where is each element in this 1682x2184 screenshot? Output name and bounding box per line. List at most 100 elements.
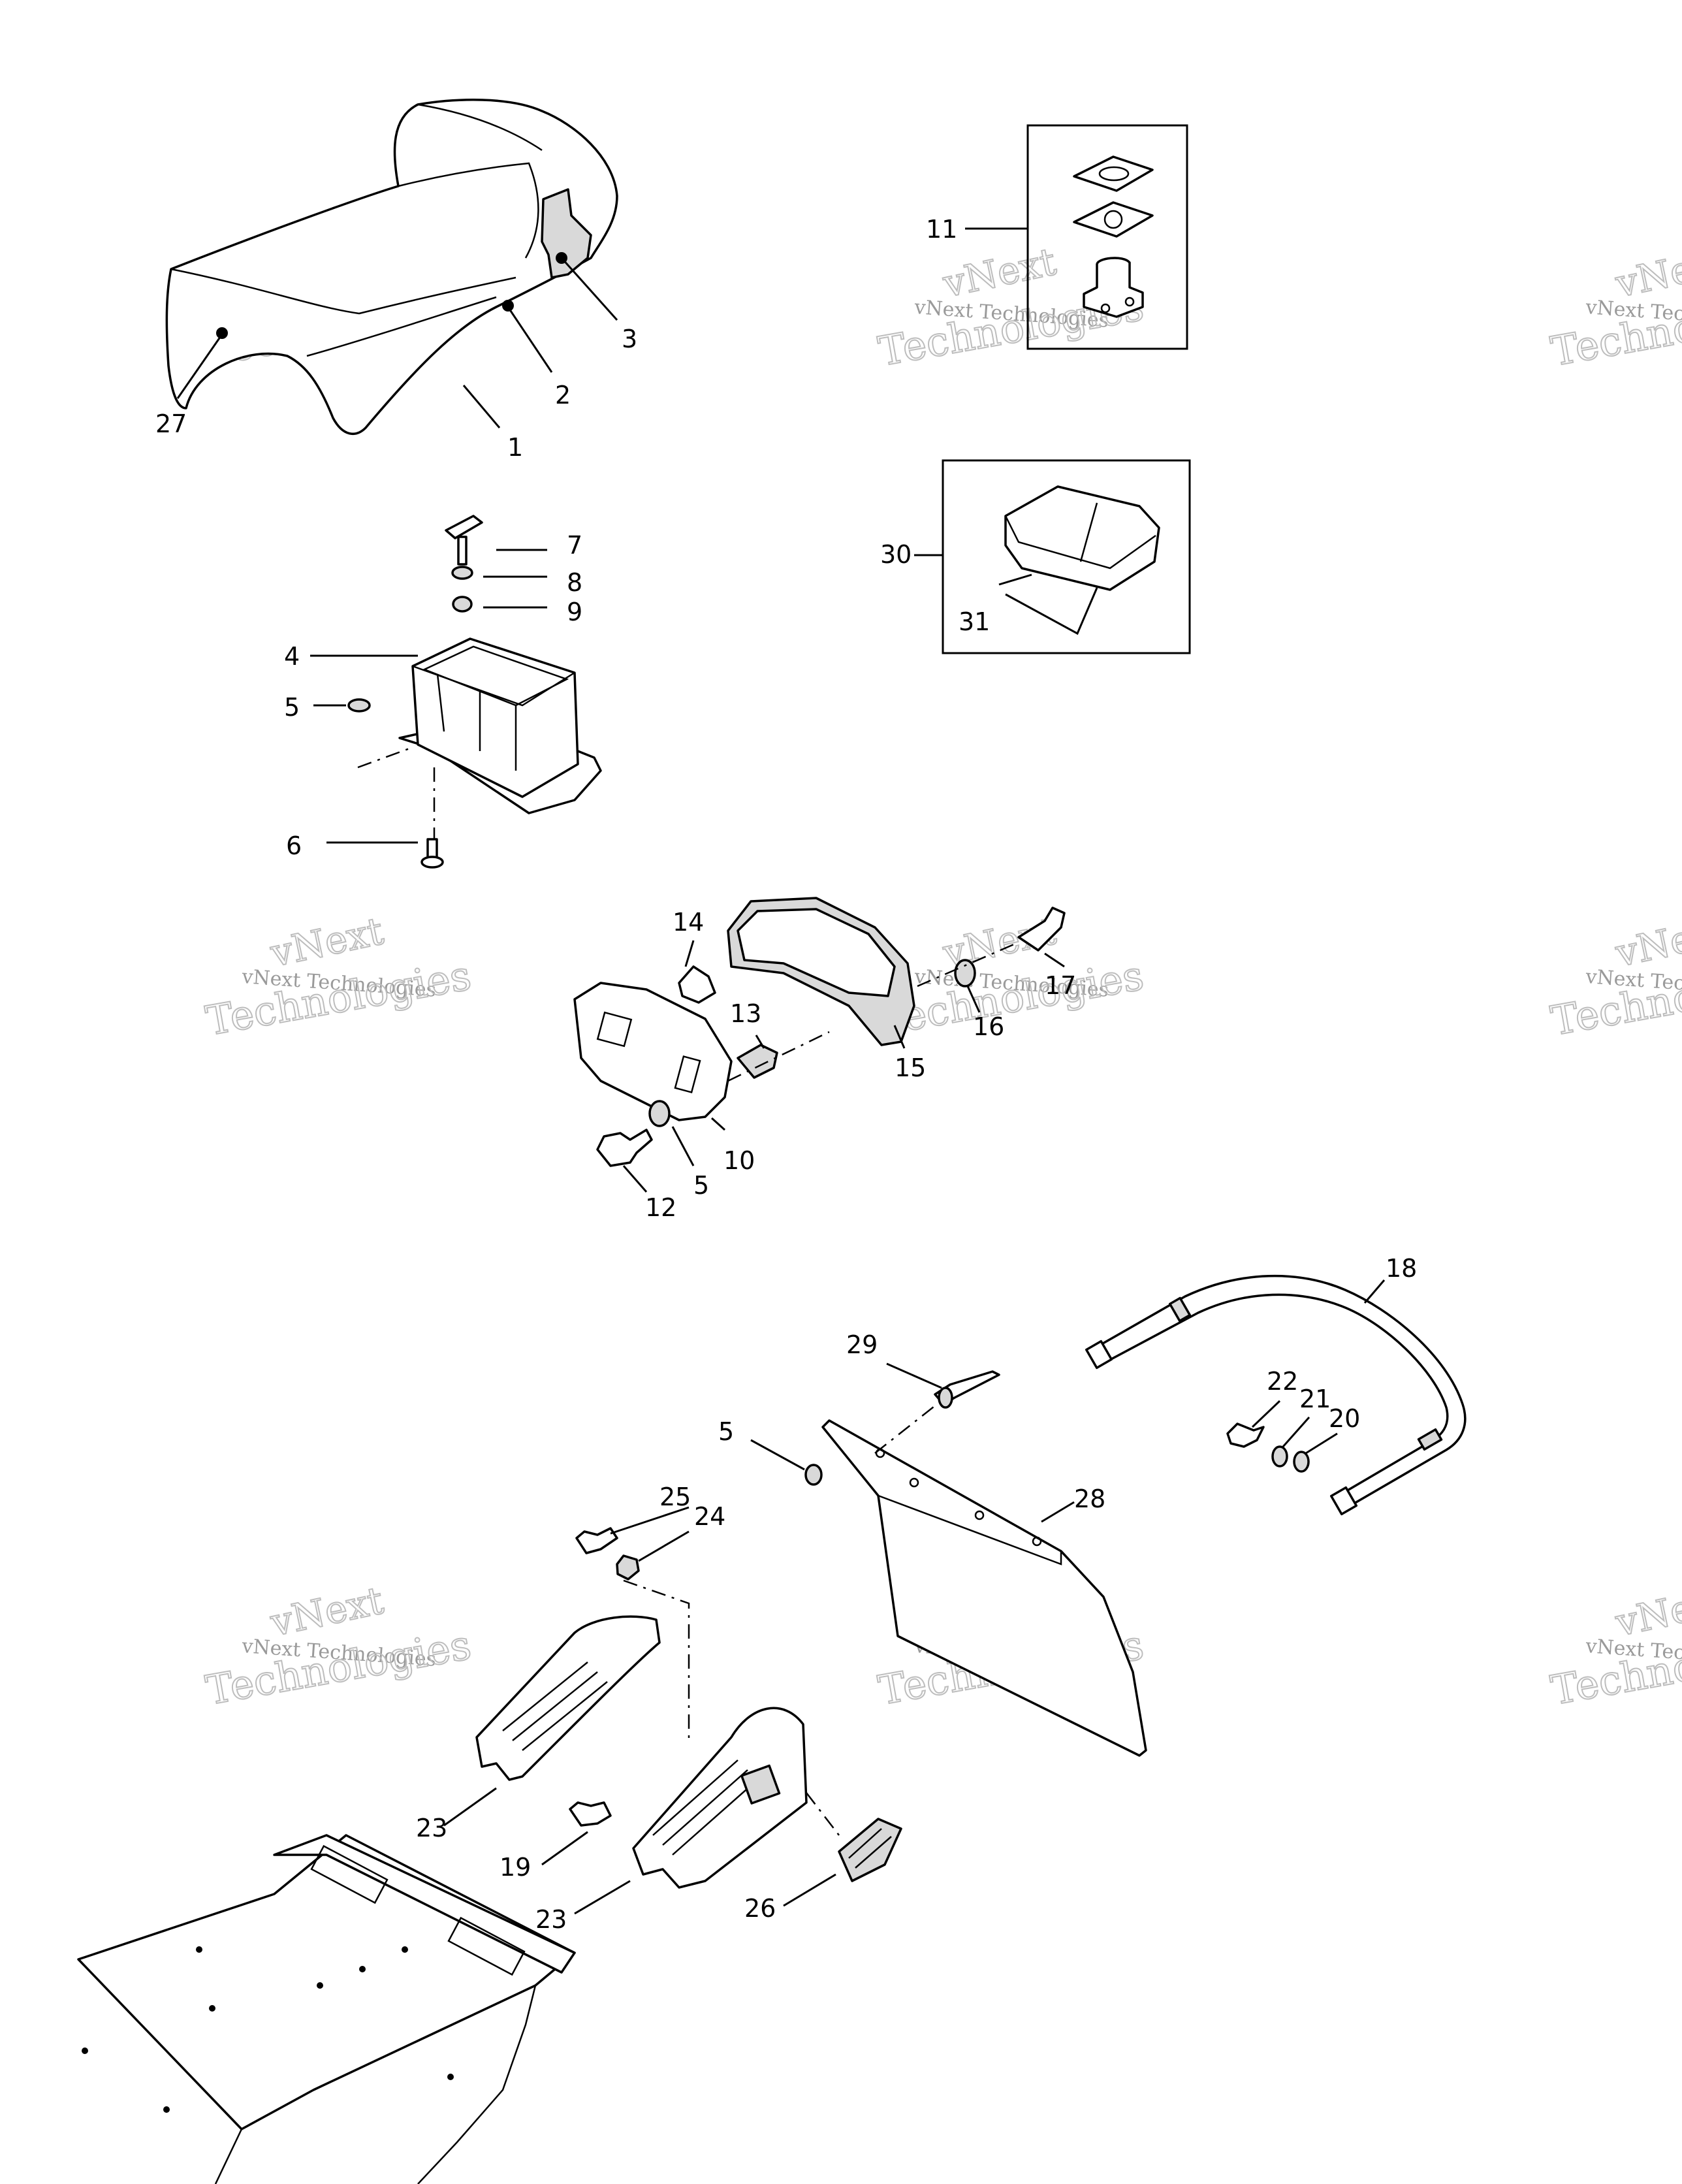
leader-27 [176, 334, 223, 399]
callout-6: 6 [286, 831, 302, 860]
leader-12 [622, 1165, 648, 1193]
callout-2: 2 [555, 381, 571, 410]
callout-8: 8 [567, 568, 582, 597]
cap-23-left-vents [502, 1662, 608, 1751]
watermark-low-left: vNext vNext Technologies Technologies [202, 1577, 475, 1715]
reflector-face [1004, 515, 1156, 570]
leader-14 [684, 940, 695, 967]
snow-flap-28 [821, 1419, 1147, 1757]
storage-box-inner [422, 645, 569, 771]
leader-23a [443, 1787, 497, 1827]
seat-cushion [165, 99, 618, 435]
grab-handle-18 [1092, 1274, 1467, 1510]
bolt-22 [1226, 1422, 1265, 1448]
nut-20 [1293, 1451, 1310, 1473]
leader-18 [1363, 1279, 1386, 1304]
tunnel-rivet [402, 1946, 408, 1953]
tunnel-rivet [163, 2106, 170, 2113]
gasket-hole [1098, 166, 1130, 182]
bolt-25 [575, 1527, 618, 1554]
leader-5b [671, 1126, 695, 1166]
lock-washer-24 [616, 1554, 640, 1581]
watermark-brand: vNext [266, 908, 387, 976]
callout-16: 16 [973, 1012, 1004, 1041]
t-handle-stem [457, 536, 468, 566]
seat-fastener-2 [502, 300, 514, 312]
tunnel-rivet [82, 2048, 88, 2054]
leader-2 [507, 306, 553, 373]
seat-back-ridge [398, 162, 539, 259]
tunnel-rivet [447, 2074, 454, 2080]
grab-handle-assembly [1085, 1274, 1467, 1516]
kit-frame-30 [942, 459, 1191, 654]
callout-5c: 5 [718, 1417, 734, 1446]
leader-29 [886, 1362, 942, 1389]
washer-10 [648, 1100, 671, 1127]
centerline-29 [874, 1404, 938, 1454]
reflector-block [1004, 485, 1160, 591]
plate-hole [1103, 210, 1123, 229]
seat-stripe [306, 296, 497, 357]
callout-26: 26 [744, 1894, 776, 1923]
centerline-5 [357, 747, 412, 769]
switch-kit-box [965, 124, 1188, 350]
handle-end-b [1329, 1486, 1358, 1516]
centerline-17 [917, 942, 1016, 988]
leader-13 [755, 1035, 765, 1049]
washer-5 [347, 698, 371, 713]
housing-slot [674, 1055, 701, 1094]
leader-19 [541, 1831, 588, 1866]
callout-23a: 23 [416, 1814, 447, 1842]
screw-17 [1017, 907, 1066, 952]
leader-24 [638, 1530, 690, 1562]
callout-22: 22 [1267, 1367, 1298, 1396]
cap-23-right-vents [652, 1759, 758, 1855]
stud-13 [737, 1044, 778, 1079]
callout-19: 19 [500, 1853, 531, 1882]
tunnel-frame [77, 1834, 576, 2184]
callout-20: 20 [1329, 1404, 1360, 1433]
clip-16 [954, 959, 976, 988]
tail-lens-inner [737, 908, 896, 997]
switch-gasket [1073, 155, 1154, 192]
callout-24: 24 [694, 1502, 725, 1531]
rivet-head [938, 1387, 953, 1409]
callout-1: 1 [507, 433, 523, 462]
callout-11: 11 [926, 215, 957, 244]
callout-5a: 5 [284, 693, 300, 722]
callout-13: 13 [730, 999, 761, 1028]
tunnel-rivet [317, 1982, 323, 1989]
leader-23b [574, 1880, 631, 1915]
tunnel-slot-b [447, 1916, 526, 1976]
reflector-split [1079, 502, 1098, 562]
leader-25 [610, 1506, 690, 1535]
washer-5c [804, 1464, 823, 1486]
callout-4: 4 [284, 642, 300, 671]
tunnel-rivet [209, 2005, 215, 2012]
seat-hump [417, 103, 543, 152]
callout-7: 7 [567, 531, 582, 560]
callout-30: 30 [880, 540, 912, 569]
watermark-brand: vNext [1611, 239, 1682, 306]
tunnel-rivet [359, 1966, 366, 1972]
tail-housing-10 [573, 982, 733, 1121]
snow-flap-bend [822, 1426, 1062, 1566]
callout-31: 31 [959, 607, 990, 636]
reflector-26 [838, 1818, 902, 1882]
seat-leaders [176, 257, 618, 428]
callout-21: 21 [1299, 1385, 1331, 1413]
centerline-13 [727, 1031, 830, 1082]
callout-15: 15 [895, 1053, 926, 1082]
seat-top-edge [170, 268, 516, 315]
tail-light-assembly [573, 897, 1066, 1193]
seat-bracket [541, 188, 592, 279]
callout-25: 25 [659, 1483, 691, 1511]
callout-5b: 5 [693, 1171, 709, 1200]
flap-hole-c [974, 1510, 985, 1520]
callout-10: 10 [723, 1146, 755, 1175]
seat-fastener-27 [216, 327, 228, 339]
watermark-top-right: vNext vNext Technologies Technologies [1547, 238, 1682, 376]
reflector-26-grid [848, 1828, 892, 1869]
leader-1 [462, 385, 501, 428]
flap-hole-b [909, 1477, 919, 1488]
